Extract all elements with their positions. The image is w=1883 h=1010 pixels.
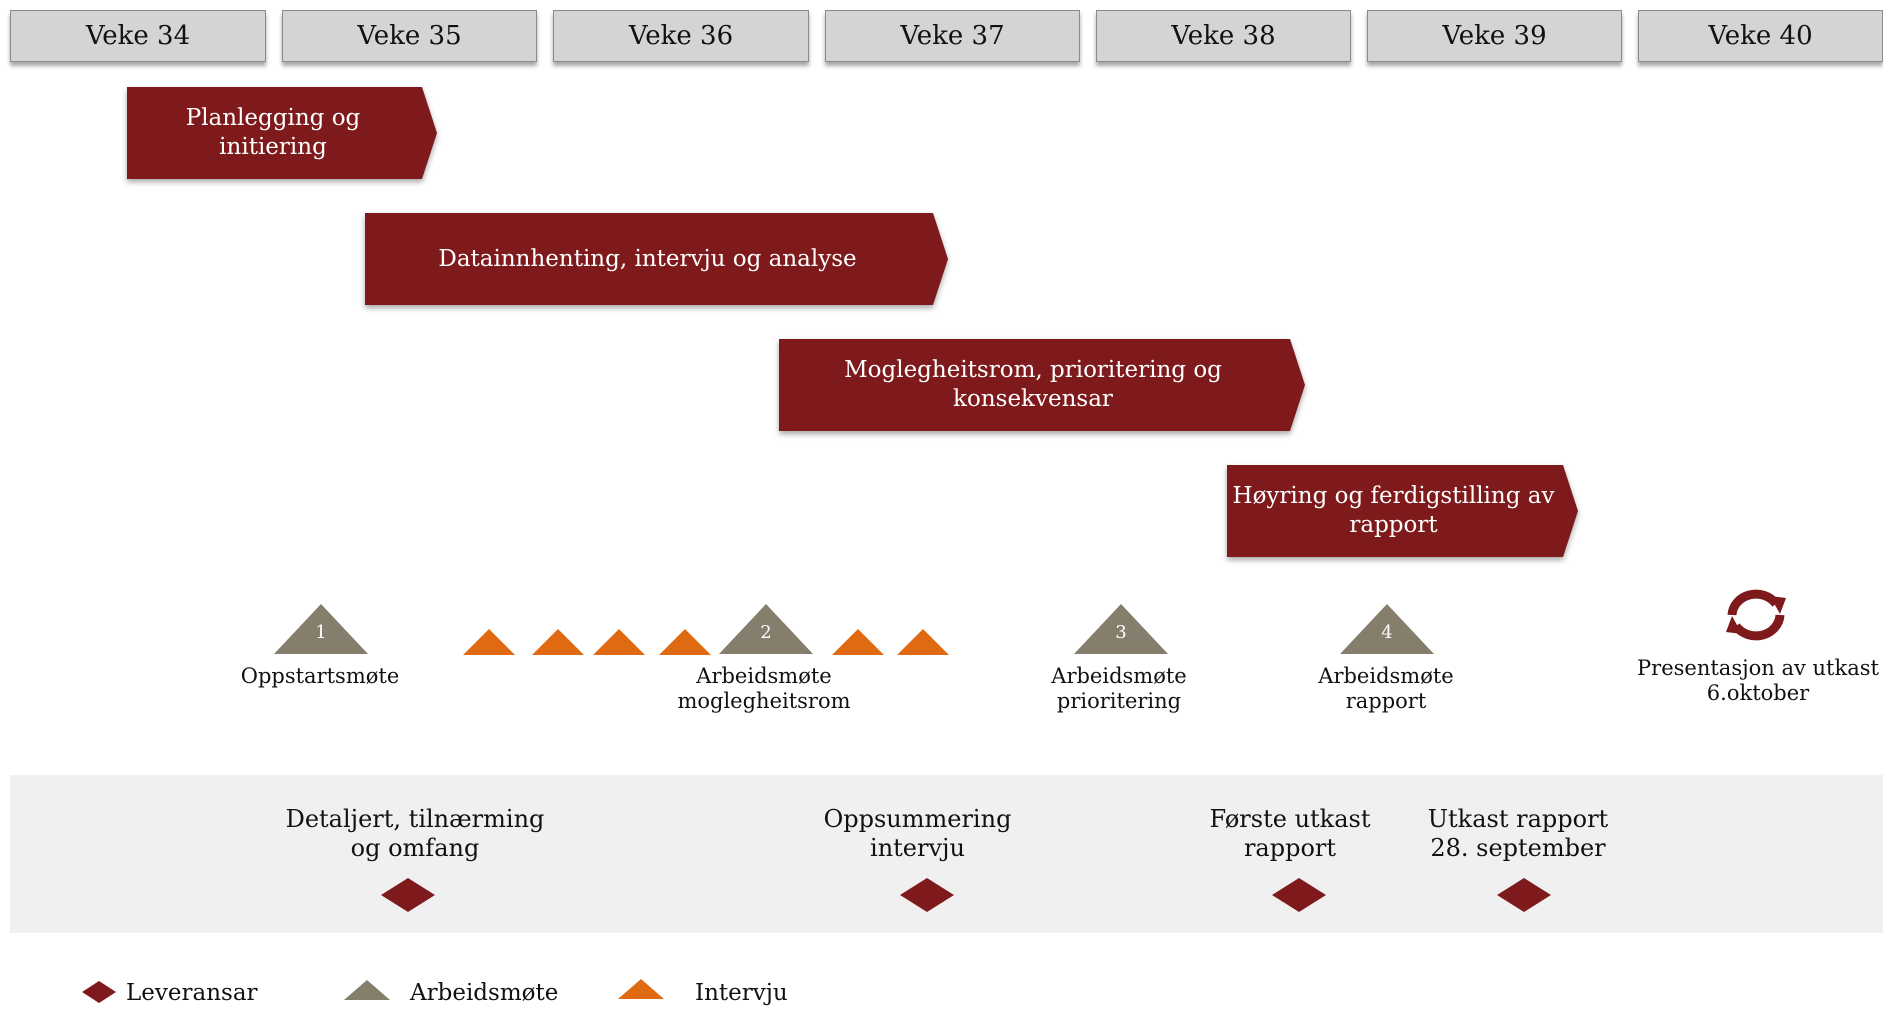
arrow-shape [365, 213, 948, 305]
week-header-36: Veke 36 [553, 10, 809, 62]
interview-triangle [659, 629, 711, 655]
legend-interview-triangle-icon [618, 979, 664, 999]
week-header-37: Veke 37 [825, 10, 1080, 62]
phase-label: Moglegheitsrom, prioritering og konsekve… [844, 357, 1222, 412]
phase-planning-arrow: Planlegging og initiering [127, 87, 437, 179]
arrow-shape [779, 339, 1305, 431]
arrow-shape [1227, 465, 1578, 557]
deliverable-diamond [381, 878, 435, 912]
meeting-number: 2 [760, 622, 772, 643]
interview-triangle [463, 629, 515, 655]
legend-deliverable-label: Leveransar [126, 980, 258, 1006]
meeting-triangle-4 [1340, 604, 1434, 654]
presentation-label: Presentasjon av utkast 6.oktober [1637, 656, 1879, 705]
legend-deliverable-diamond-icon [82, 981, 116, 1003]
deliverable-label-3: Første utkast rapport [1209, 805, 1371, 862]
phase-hearing-arrow: Høyring og ferdigstilling av rapport [1227, 465, 1578, 557]
interview-triangle [593, 629, 645, 655]
meeting-number: 4 [1381, 622, 1393, 643]
phase-label: Planlegging og initiering [185, 105, 361, 160]
deliverable-label-2: Oppsummering intervju [823, 805, 1012, 862]
phase-data-collection-arrow: Datainnhenting, intervju og analyse [365, 213, 948, 305]
week-header-40: Veke 40 [1638, 10, 1883, 62]
phase-label: Høyring og ferdigstilling av rapport [1232, 483, 1555, 538]
meeting-label-2: Arbeidsmøte moglegheitsrom [677, 664, 851, 713]
meeting-triangle-1 [274, 604, 368, 654]
deliverable-label-1: Detaljert, tilnærming og omfang [285, 805, 545, 862]
week-header-35: Veke 35 [282, 10, 537, 62]
deliverable-label-4: Utkast rapport 28. september [1427, 805, 1609, 862]
phase-opportunity-arrow: Moglegheitsrom, prioritering og konsekve… [779, 339, 1305, 431]
meeting-label-1: Oppstartsmøte [240, 664, 400, 688]
week-header-34: Veke 34 [10, 10, 266, 62]
deliverable-diamond [1497, 878, 1551, 912]
interview-triangle [832, 629, 884, 655]
arrow-shape [127, 87, 437, 179]
meeting-triangle-2 [719, 604, 813, 654]
deliverable-diamond [900, 878, 954, 912]
meeting-label-3: Arbeidsmøte prioritering [1051, 664, 1187, 713]
week-header-39: Veke 39 [1367, 10, 1622, 62]
legend-meeting-triangle-icon [344, 980, 390, 1000]
meeting-label-4: Arbeidsmøte rapport [1318, 664, 1454, 713]
week-header-38: Veke 38 [1096, 10, 1351, 62]
legend-meeting-label: Arbeidsmøte [410, 980, 559, 1006]
deliverable-diamond [1272, 878, 1326, 912]
meeting-number: 3 [1115, 622, 1127, 643]
deliverables-band [10, 775, 1883, 933]
meeting-number: 1 [315, 622, 327, 643]
legend-interview-label: Intervju [695, 980, 788, 1006]
cycle-arrows-icon [1726, 589, 1786, 641]
interview-triangle [897, 629, 949, 655]
meeting-triangle-3 [1074, 604, 1168, 654]
interview-triangle [532, 629, 584, 655]
phase-label: Datainnhenting, intervju og analyse [438, 245, 857, 272]
